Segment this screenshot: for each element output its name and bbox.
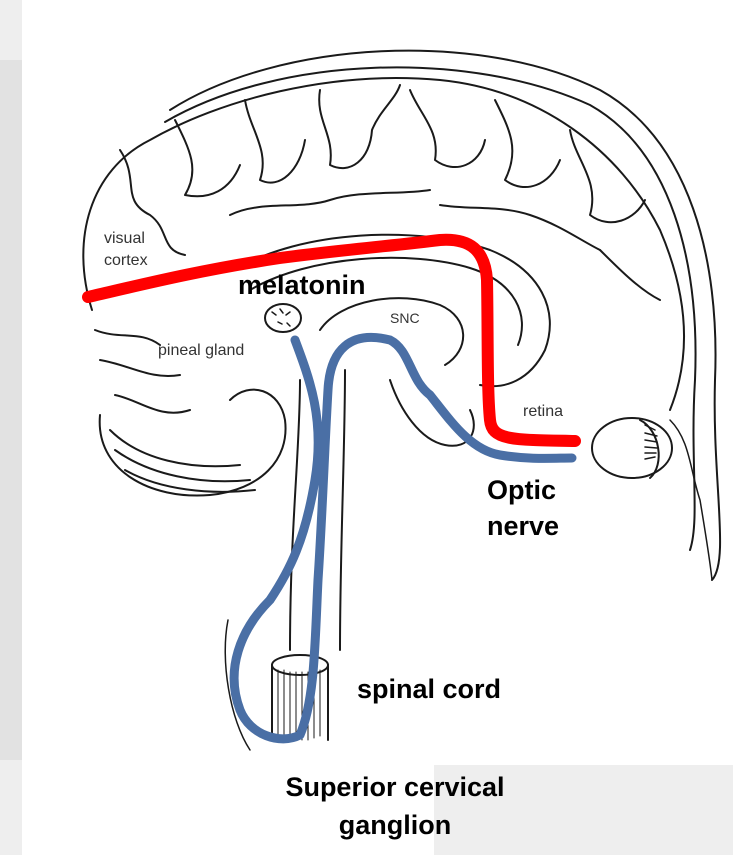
skull-outer-arc: [170, 51, 720, 580]
skull-inner-arc: [165, 67, 696, 550]
retina-label: retina: [523, 403, 563, 421]
melatonin-label: melatonin: [238, 270, 366, 301]
snc-label: SNC: [390, 310, 420, 326]
pineal-gland-label: pineal gland: [158, 342, 244, 360]
brainstem: [290, 380, 300, 650]
eye-shape: [592, 418, 672, 478]
optic-label-line: Optic: [487, 472, 559, 508]
visual-cortex-label: visual cortex: [104, 228, 148, 272]
caption-line-1: Superior cervical: [230, 768, 560, 806]
nerve-label-line: nerve: [487, 508, 559, 544]
pineal-gland-shape: [265, 304, 301, 332]
superior-cervical-ganglion-label: Superior cervical ganglion: [230, 768, 560, 844]
spinal-cord-label: spinal cord: [357, 674, 501, 705]
caption-line-2: ganglion: [230, 806, 560, 844]
brain-outline: [83, 51, 720, 750]
optic-nerve-label: Optic nerve: [487, 472, 559, 544]
